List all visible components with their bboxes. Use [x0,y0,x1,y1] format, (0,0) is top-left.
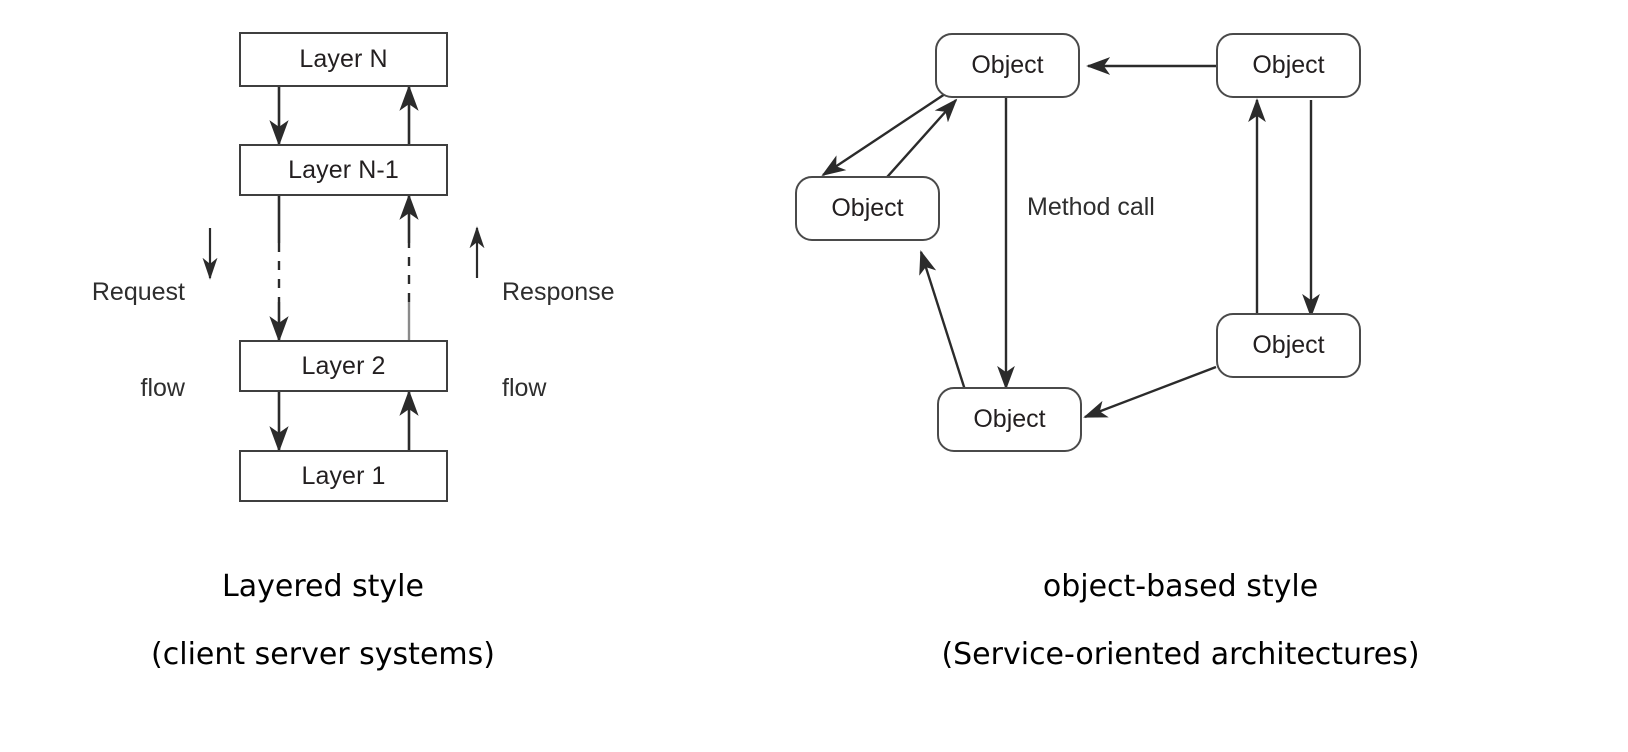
response-flow-label: Response flow [502,212,672,468]
object-box-label: Object [831,194,904,222]
object-box-label: Object [971,51,1044,79]
layer-box-label: Layer 1 [301,461,386,490]
arrow-mid-right-to-bottom-center [1083,365,1217,419]
request-flow-label: Request flow [40,212,185,468]
object-box-top-right: Object [1216,33,1361,98]
object-box-label: Object [1252,51,1325,79]
response-flow-line1: Response [502,278,615,306]
object-box-top-left: Object [935,33,1080,98]
object-box-label: Object [1252,331,1325,359]
layer-box-label: Layer 2 [301,351,386,380]
object-box-label: Object [973,405,1046,433]
layer-box-layer-2: Layer 2 [239,340,448,392]
arrow-top-left-to-mid-left [821,91,949,177]
layer-box-label: Layer N-1 [288,155,399,184]
layer-box-layer-1: Layer 1 [239,450,448,502]
object-box-mid-left: Object [795,176,940,241]
object-box-bottom-center: Object [937,387,1082,452]
arrow-mid-left-to-top-left [879,98,958,186]
right-caption-line1: object-based style [1042,569,1319,604]
object-box-mid-right: Object [1216,313,1361,378]
arrow-bottom-center-to-mid-left [919,250,967,391]
method-call-label: Method call [1027,193,1155,221]
right-caption-line2: (Service-oriented architectures) [941,637,1420,672]
response-flow-line2: flow [502,374,547,402]
left-caption-line2: (client server systems) [151,637,495,672]
left-caption-line1: Layered style [222,569,424,604]
layer-box-label: Layer N [299,45,388,73]
request-flow-line2: flow [140,374,185,402]
request-flow-line1: Request [91,278,185,306]
layer-box-layer-n-1: Layer N-1 [239,144,448,196]
layer-box-layer-n: Layer N [239,32,448,87]
